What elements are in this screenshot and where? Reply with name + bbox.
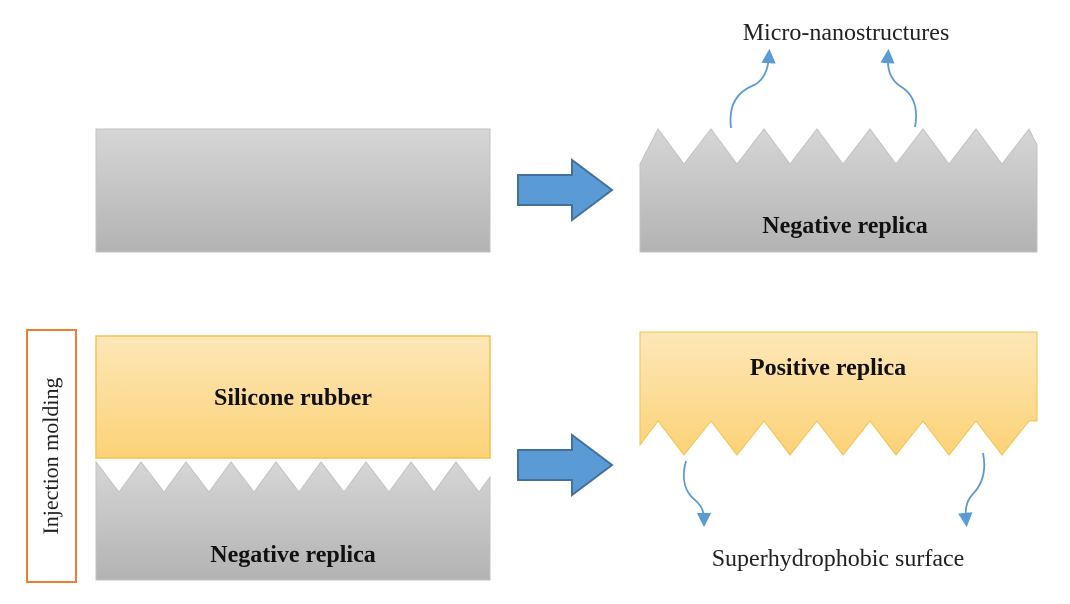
injection-molding-box [26, 329, 77, 583]
silicone-rubber-label: Silicone rubber [214, 385, 372, 411]
negative-replica-top-shape [639, 128, 1038, 253]
negative-replica-bottom-shape [95, 460, 491, 581]
micro-nanostructures-label: Micro-nanostructures [743, 20, 950, 46]
negative-replica-top-label: Negative replica [762, 213, 928, 239]
silicone-rubber-block [95, 335, 491, 459]
process-arrow-bottom [517, 433, 614, 497]
callout-arrow-bottom-left-icon [682, 460, 712, 528]
positive-replica-shape [639, 331, 1038, 456]
injection-molding-label: Injection molding [38, 377, 63, 534]
negative-replica-bottom-label: Negative replica [210, 542, 376, 568]
flat-substrate [95, 128, 491, 253]
superhydrophobic-surface-label: Superhydrophobic surface [712, 546, 965, 572]
process-arrow-top [517, 158, 614, 222]
callout-arrow-bottom-right-icon [958, 452, 986, 528]
positive-replica-label: Positive replica [750, 355, 906, 381]
callout-arrow-right-icon [880, 48, 917, 128]
callout-arrow-left-icon [729, 48, 776, 129]
